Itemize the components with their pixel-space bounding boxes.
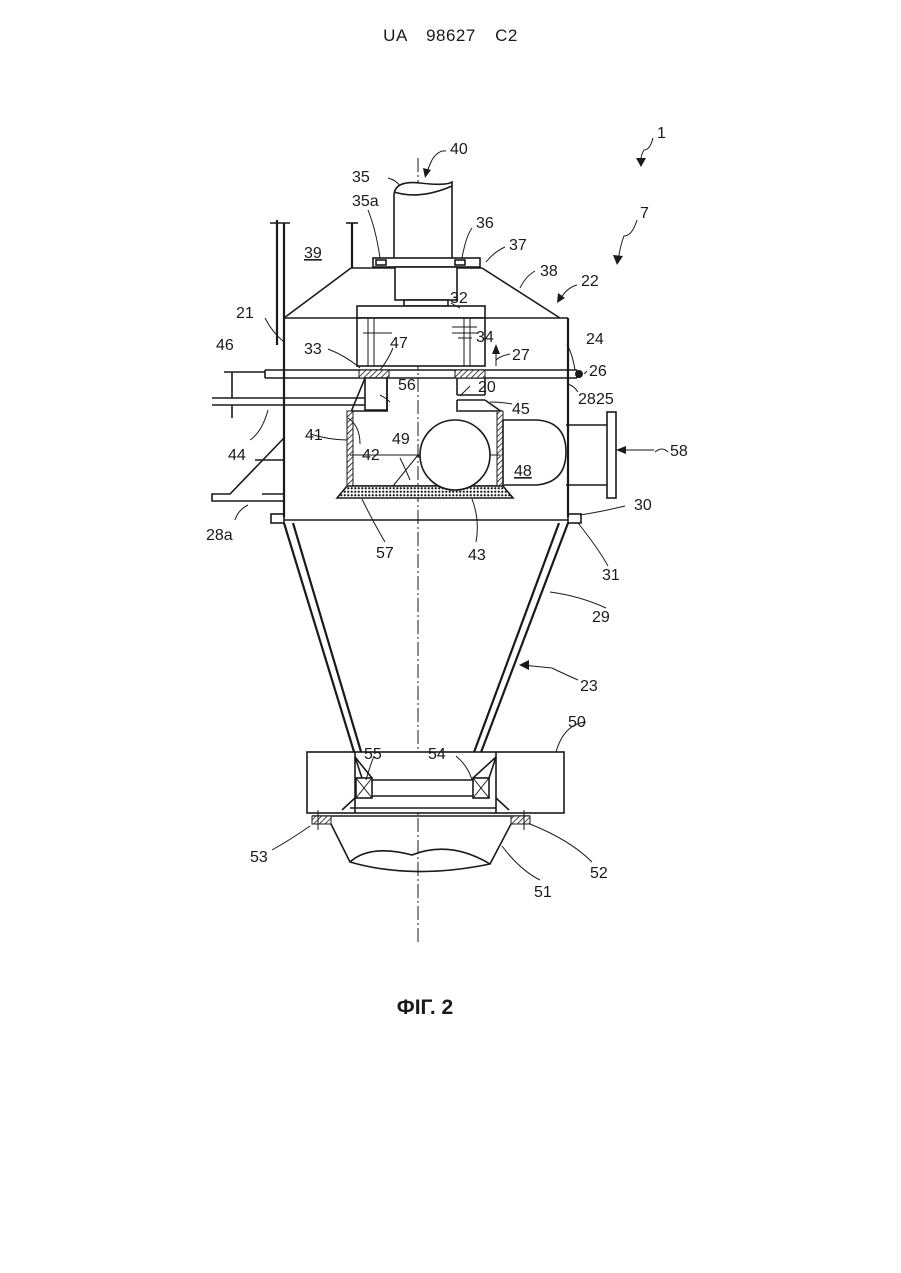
label-47: 47 bbox=[390, 335, 408, 352]
label-7: 7 bbox=[640, 205, 649, 222]
label-1: 1 bbox=[657, 125, 666, 142]
label-56: 56 bbox=[398, 377, 416, 394]
label-46: 46 bbox=[216, 337, 234, 354]
label-58: 58 bbox=[670, 443, 688, 460]
partition-plate-24 bbox=[265, 370, 583, 378]
label-33: 33 bbox=[304, 341, 322, 358]
discharge-hopper-51 bbox=[312, 810, 530, 872]
label-31: 31 bbox=[602, 567, 620, 584]
label-36: 36 bbox=[476, 215, 494, 232]
outlet-scroll-48 bbox=[420, 412, 616, 498]
label-26: 26 bbox=[589, 363, 607, 380]
label-27: 27 bbox=[512, 347, 530, 364]
label-30: 30 bbox=[634, 497, 652, 514]
label-34: 34 bbox=[476, 329, 494, 346]
label-28a: 28a bbox=[206, 527, 233, 544]
motor-35 bbox=[373, 182, 480, 306]
label-38: 38 bbox=[540, 263, 558, 280]
label-29: 29 bbox=[592, 609, 610, 626]
label-45: 45 bbox=[512, 401, 530, 418]
label-35a: 35a bbox=[352, 193, 379, 210]
label-44: 44 bbox=[228, 447, 246, 464]
label-42: 42 bbox=[362, 447, 380, 464]
label-49: 49 bbox=[392, 431, 410, 448]
label-21: 21 bbox=[236, 305, 254, 322]
rotor-32 bbox=[357, 306, 485, 366]
label-35: 35 bbox=[352, 169, 370, 186]
label-52: 52 bbox=[590, 865, 608, 882]
label-57: 57 bbox=[376, 545, 394, 562]
label-20: 20 bbox=[478, 379, 496, 396]
support-bracket-28a bbox=[212, 438, 284, 501]
label-50: 50 bbox=[568, 714, 586, 731]
figure-caption: ФІГ. 2 bbox=[0, 996, 850, 1020]
label-37: 37 bbox=[509, 237, 527, 254]
label-48: 48 bbox=[514, 463, 532, 480]
label-55: 55 bbox=[364, 746, 382, 763]
label-25: 25 bbox=[596, 391, 614, 408]
label-43: 43 bbox=[468, 547, 486, 564]
label-41: 41 bbox=[305, 427, 323, 444]
label-28: 28 bbox=[578, 391, 596, 408]
label-22: 22 bbox=[581, 273, 599, 290]
label-54: 54 bbox=[428, 746, 446, 763]
label-40: 40 bbox=[450, 141, 468, 158]
label-24: 24 bbox=[586, 331, 604, 348]
label-23: 23 bbox=[580, 678, 598, 695]
lower-cone-23 bbox=[284, 523, 568, 755]
label-32: 32 bbox=[450, 290, 468, 307]
label-53: 53 bbox=[250, 849, 268, 866]
label-51: 51 bbox=[534, 884, 552, 901]
label-39: 39 bbox=[304, 245, 322, 262]
